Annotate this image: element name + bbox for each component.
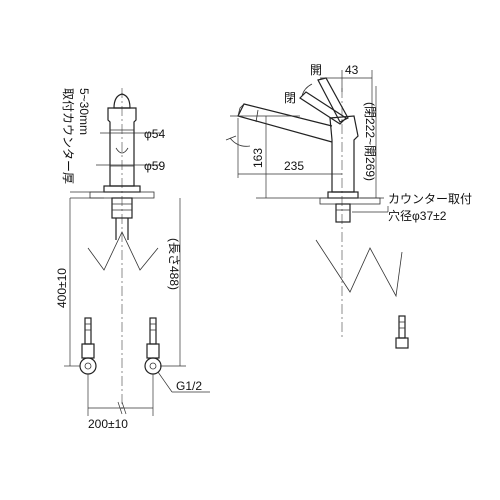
spout-tip (237, 103, 245, 117)
spout-angle-arc (229, 137, 251, 147)
width-top-label: 43 (345, 63, 359, 77)
mounting-shank (111, 197, 133, 219)
hose-height-label: 400±10 (55, 268, 69, 308)
spout-reach-label: 235 (284, 159, 304, 173)
front-view: φ54 φ59 取付カウンター厚 5~30mm 400±10 (長さ4 (55, 88, 210, 431)
spout-angle-mark (225, 135, 237, 141)
valve-left (81, 343, 95, 359)
break-line-front (87, 231, 159, 271)
handle-knob (113, 93, 131, 109)
lever-closed (299, 91, 347, 125)
fitting-left (79, 357, 97, 375)
side-view: 43 開 閉 (閉222~開269) 163 235 カウンター取付 穴径φ37… (225, 63, 472, 349)
lever-open (317, 77, 349, 123)
fitting-left-core (84, 362, 92, 370)
break-line-side (315, 239, 403, 298)
side-base-flange (327, 191, 359, 199)
counter-hole-label: カウンター取付 (388, 192, 472, 206)
side-shank (335, 203, 351, 223)
open-label: 開 (310, 63, 322, 77)
thread-label: G1/2 (176, 379, 202, 393)
height-range-label: (閉222~開269) (363, 102, 377, 181)
counter-hole-value: 穴径φ37±2 (388, 208, 447, 223)
side-counter-top (319, 197, 381, 205)
counter-thickness-value: 5~30mm (77, 88, 91, 135)
side-valve (395, 337, 409, 349)
hose-length-label: (長さ488) (167, 238, 181, 290)
hose-spacing-label: 200±10 (88, 417, 128, 431)
lever-arc (301, 83, 313, 97)
phi59-label: φ59 (144, 159, 165, 173)
spout (237, 103, 333, 143)
side-hose-lower (398, 315, 406, 339)
spout-outlet (115, 147, 129, 154)
valve-right (146, 343, 160, 359)
hose-right-lower (149, 317, 157, 345)
base-height-label: 163 (251, 148, 265, 168)
dim-200-break-1 (117, 401, 123, 415)
close-label: 閉 (284, 91, 296, 105)
fitting-right (144, 357, 162, 375)
dim-200-break-2 (121, 401, 127, 415)
thread-leader (157, 371, 173, 393)
phi54-label: φ54 (144, 127, 165, 141)
counter-thickness-label: 取付カウンター厚 (61, 88, 75, 184)
hose-left-lower (84, 317, 92, 345)
fitting-right-core (149, 362, 157, 370)
side-body (329, 115, 359, 193)
